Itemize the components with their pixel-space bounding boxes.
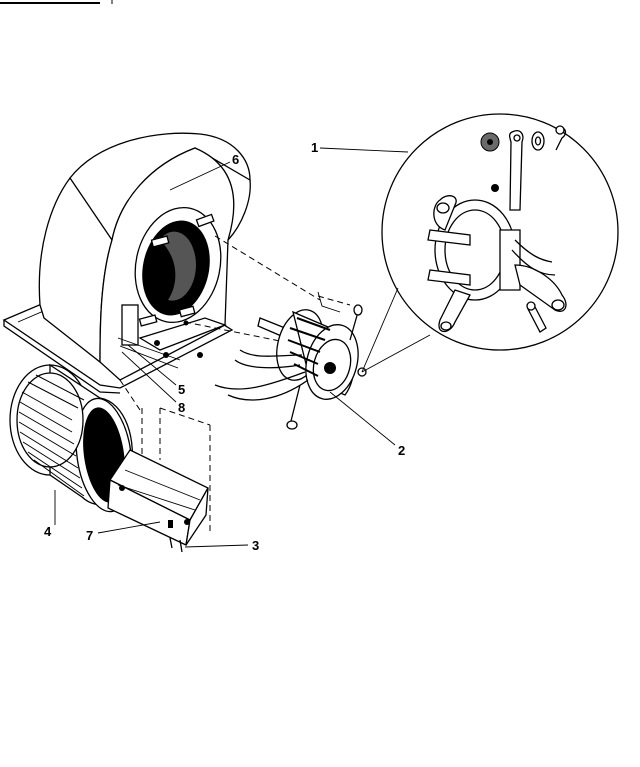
- callout-6: 6: [232, 152, 239, 167]
- blower-housing: [2, 132, 251, 394]
- callout-4: 4: [44, 524, 52, 539]
- blower-wheel: [9, 363, 133, 513]
- callout-7: 7: [86, 528, 93, 543]
- callout-1: 1: [311, 140, 318, 155]
- control-box: [107, 449, 209, 553]
- motor: [214, 291, 367, 430]
- callout-3: 3: [252, 538, 259, 553]
- callout-8: 8: [178, 400, 185, 415]
- callout-2: 2: [398, 443, 405, 458]
- mount-detail: [361, 113, 619, 373]
- callout-5: 5: [178, 382, 185, 397]
- leader-lines: [54, 147, 409, 548]
